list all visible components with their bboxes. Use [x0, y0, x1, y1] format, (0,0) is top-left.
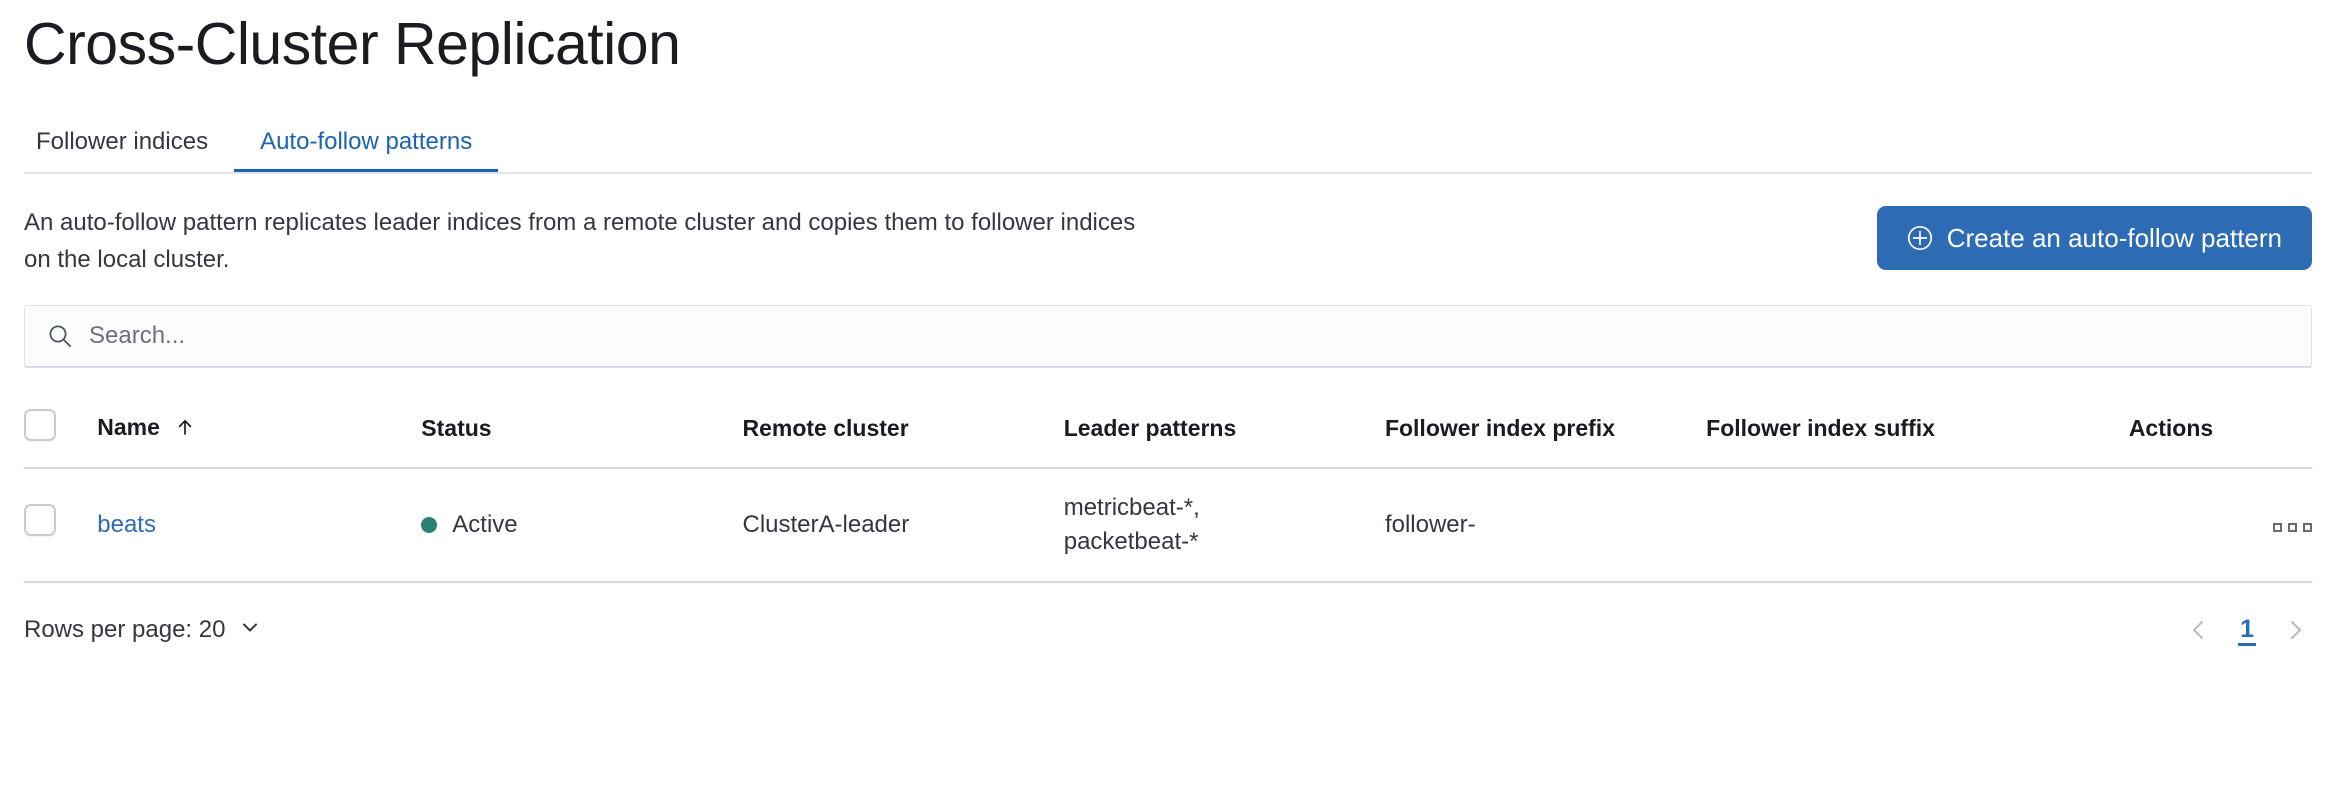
tab-auto-follow-patterns[interactable]: Auto-follow patterns	[234, 128, 499, 174]
intro-row: An auto-follow pattern replicates leader…	[24, 204, 2312, 278]
pagination: 1	[2182, 613, 2312, 647]
pagination-page-1[interactable]: 1	[2238, 615, 2256, 646]
auto-follow-pattern-link[interactable]: beats	[97, 511, 156, 538]
create-button-label: Create an auto-follow pattern	[1946, 223, 2282, 253]
cell-status: Active	[421, 468, 742, 582]
chevron-down-icon	[239, 616, 261, 645]
column-header-actions: Actions	[2128, 415, 2214, 441]
tabs-container: Follower indices Auto-follow patterns	[24, 106, 2312, 174]
chevron-right-icon[interactable]	[2278, 613, 2312, 647]
arrow-up-icon	[175, 415, 195, 443]
cell-actions	[2129, 468, 2312, 582]
search-icon	[47, 323, 73, 349]
select-all-checkbox[interactable]	[24, 409, 56, 441]
tab-list: Follower indices Auto-follow patterns	[24, 106, 2312, 174]
table-header-row: Name Status Remote cluster Leader patter…	[24, 409, 2312, 468]
column-header-name[interactable]: Name	[97, 409, 421, 468]
rows-per-page-label: Rows per page: 20	[24, 616, 226, 643]
tabs-divider	[24, 172, 2312, 174]
table-header: Name Status Remote cluster Leader patter…	[24, 409, 2312, 468]
table-body: beats Active ClusterA-leader metricbeat-…	[24, 468, 2312, 582]
table-actions-icon[interactable]	[2273, 523, 2312, 532]
tab-follower-indices[interactable]: Follower indices	[24, 128, 234, 174]
chevron-left-icon[interactable]	[2182, 613, 2216, 647]
auto-follow-patterns-table: Name Status Remote cluster Leader patter…	[24, 409, 2312, 583]
status-label: Active	[452, 511, 518, 538]
table-footer: Rows per page: 20 1	[24, 613, 2312, 647]
column-header-follower-index-suffix[interactable]: Follower index suffix	[1706, 415, 1935, 441]
cell-remote-cluster: ClusterA-leader	[742, 511, 910, 538]
column-header-leader-patterns[interactable]: Leader patterns	[1063, 415, 1237, 441]
cell-follower-index-suffix	[1706, 468, 2129, 582]
column-header-status[interactable]: Status	[421, 415, 492, 441]
page-title: Cross-Cluster Replication	[24, 11, 681, 77]
column-header-follower-index-prefix[interactable]: Follower index prefix	[1384, 415, 1615, 441]
create-auto-follow-pattern-button[interactable]: Create an auto-follow pattern	[1876, 206, 2312, 270]
cell-follower-index-prefix: follower-	[1384, 511, 1476, 538]
column-header-name-label: Name	[97, 414, 160, 440]
row-select-cell	[24, 468, 97, 582]
search-bar[interactable]	[24, 305, 2312, 367]
row-select-checkbox[interactable]	[24, 504, 56, 536]
intro-description: An auto-follow pattern replicates leader…	[24, 209, 1136, 273]
status-dot-icon	[421, 517, 438, 533]
table-row: beats Active ClusterA-leader metricbeat-…	[24, 468, 2312, 582]
search-input[interactable]	[89, 306, 2289, 366]
cell-name: beats	[97, 468, 421, 582]
rows-per-page-selector[interactable]: Rows per page: 20	[24, 616, 261, 645]
select-all-header	[24, 409, 97, 468]
column-header-remote-cluster[interactable]: Remote cluster	[742, 415, 909, 441]
cell-leader-patterns: metricbeat-*, packetbeat-*	[1063, 494, 1200, 555]
plus-in-circle-icon	[1907, 225, 1933, 251]
